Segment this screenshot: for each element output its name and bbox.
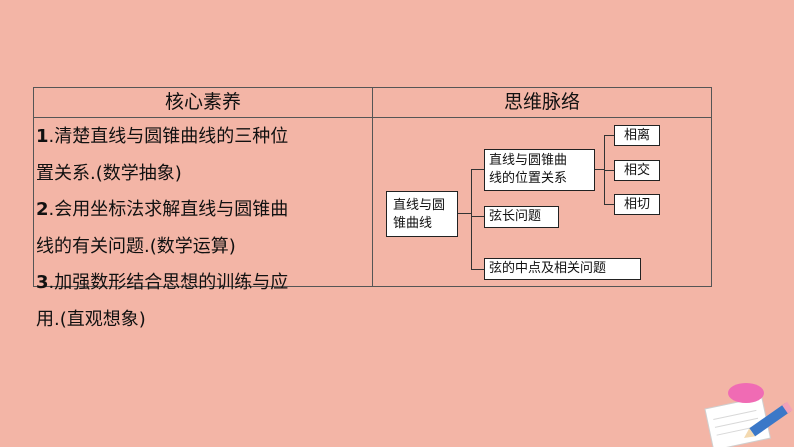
separate-node: 相离	[614, 125, 660, 146]
literacy-line: 线的有关问题.(数学运算)	[36, 235, 236, 257]
literacy-line: 置关系.(数学抽象)	[36, 162, 182, 184]
pencil-paper-illustration	[704, 383, 793, 447]
content-table: 核心素养 思维脉络 1.清楚直线与圆锥曲线的三种位 置关系.(数学抽象) 2.会…	[33, 87, 712, 330]
chord-midpoint-node: 弦的中点及相关问题	[484, 258, 641, 280]
root-node: 直线与圆 锥曲线	[386, 191, 458, 237]
core-literacy-text: 1.清楚直线与圆锥曲线的三种位 置关系.(数学抽象) 2.会用坐标法求解直线与圆…	[36, 119, 370, 338]
header-core-literacy: 核心素养	[164, 91, 241, 113]
position-relation-node: 直线与圆锥曲 线的位置关系	[484, 149, 595, 191]
literacy-line: 2.会用坐标法求解直线与圆锥曲	[36, 199, 289, 220]
tangent-node: 相切	[614, 194, 660, 215]
column-divider	[372, 88, 373, 286]
literacy-line: 用.(直观想象)	[36, 308, 146, 330]
intersect-node: 相交	[614, 160, 660, 181]
header-thinking-outline: 思维脉络	[503, 91, 580, 113]
literacy-line: 1.清楚直线与圆锥曲线的三种位	[36, 126, 289, 147]
literacy-line: 3.加强数形结合思想的训练与应	[36, 272, 289, 293]
mind-map: 直线与圆 锥曲线 直线与圆锥曲 线的位置关系 弦长问题 弦的中点及相关问题 相离	[373, 118, 711, 286]
chord-length-node: 弦长问题	[484, 206, 559, 228]
